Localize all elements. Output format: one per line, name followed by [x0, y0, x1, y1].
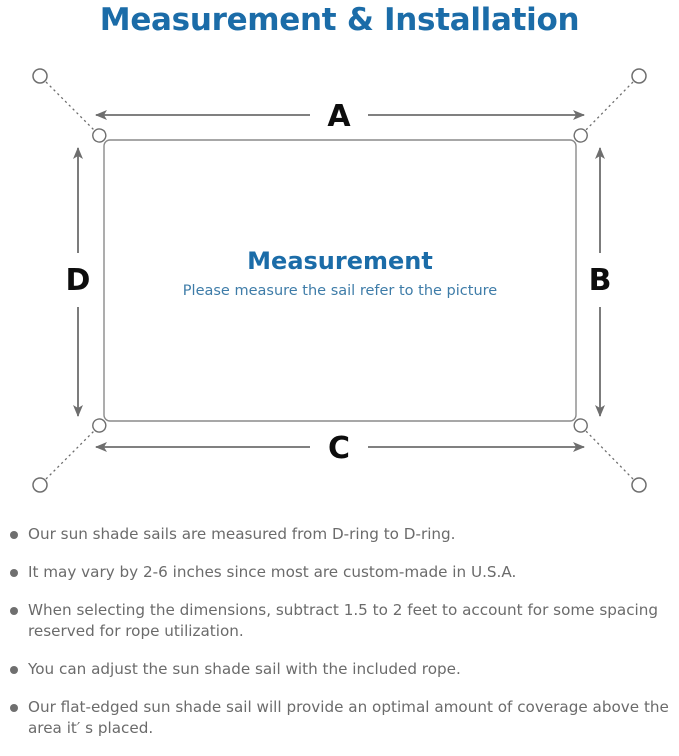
list-item: You can adjust the sun shade sail with t…	[0, 659, 679, 680]
anchor-top-right-icon	[631, 68, 647, 84]
anchor-bottom-left-icon	[32, 477, 48, 493]
rope-bottom-left	[45, 424, 101, 480]
dimension-c: C	[95, 431, 585, 466]
rope-lines	[45, 81, 634, 480]
anchor-top-left-icon	[32, 68, 48, 84]
bullet-icon	[10, 531, 18, 539]
list-item: Our sun shade sails are measured from D-…	[0, 524, 679, 545]
dimension-c-label: C	[328, 431, 350, 466]
dimension-d: D	[66, 147, 91, 417]
dimension-a: A	[95, 99, 585, 134]
bullet-icon	[10, 666, 18, 674]
bullet-icon	[10, 569, 18, 577]
sail-body	[103, 139, 577, 422]
d-rings	[92, 128, 588, 433]
d-ring-top-right-icon	[573, 128, 588, 143]
page-title: Measurement & Installation	[99, 2, 580, 38]
rope-top-left	[45, 81, 101, 137]
measurement-diagram: A C D B Measurement Please measure the s…	[0, 45, 679, 515]
list-item-text: Our sun shade sails are measured from D-…	[28, 525, 456, 543]
dimension-d-label: D	[66, 263, 91, 298]
list-item: Our flat-edged sun shade sail will provi…	[0, 697, 679, 739]
rope-top-right	[579, 81, 634, 137]
rope-bottom-right	[579, 424, 634, 480]
list-item-text: When selecting the dimensions, subtract …	[28, 601, 659, 640]
list-item-text: It may vary by 2-6 inches since most are…	[28, 563, 517, 581]
notes-list: Our sun shade sails are measured from D-…	[0, 524, 679, 756]
anchor-bottom-right-icon	[631, 477, 647, 493]
anchor-points	[32, 68, 647, 493]
dimension-b-label: B	[589, 263, 612, 298]
list-item-text: Our flat-edged sun shade sail will provi…	[28, 698, 669, 737]
d-ring-top-left-icon	[92, 128, 107, 143]
list-item-text: You can adjust the sun shade sail with t…	[28, 660, 461, 678]
bullet-icon	[10, 704, 18, 712]
sail-subtitle: Please measure the sail refer to the pic…	[183, 283, 497, 299]
list-item: When selecting the dimensions, subtract …	[0, 600, 679, 642]
bullet-icon	[10, 607, 18, 615]
dimension-b: B	[589, 147, 612, 417]
sail-title: Measurement	[247, 247, 433, 275]
d-ring-bottom-right-icon	[573, 418, 588, 433]
list-item: It may vary by 2-6 inches since most are…	[0, 562, 679, 583]
d-ring-bottom-left-icon	[92, 418, 107, 433]
dimension-a-label: A	[327, 99, 351, 134]
